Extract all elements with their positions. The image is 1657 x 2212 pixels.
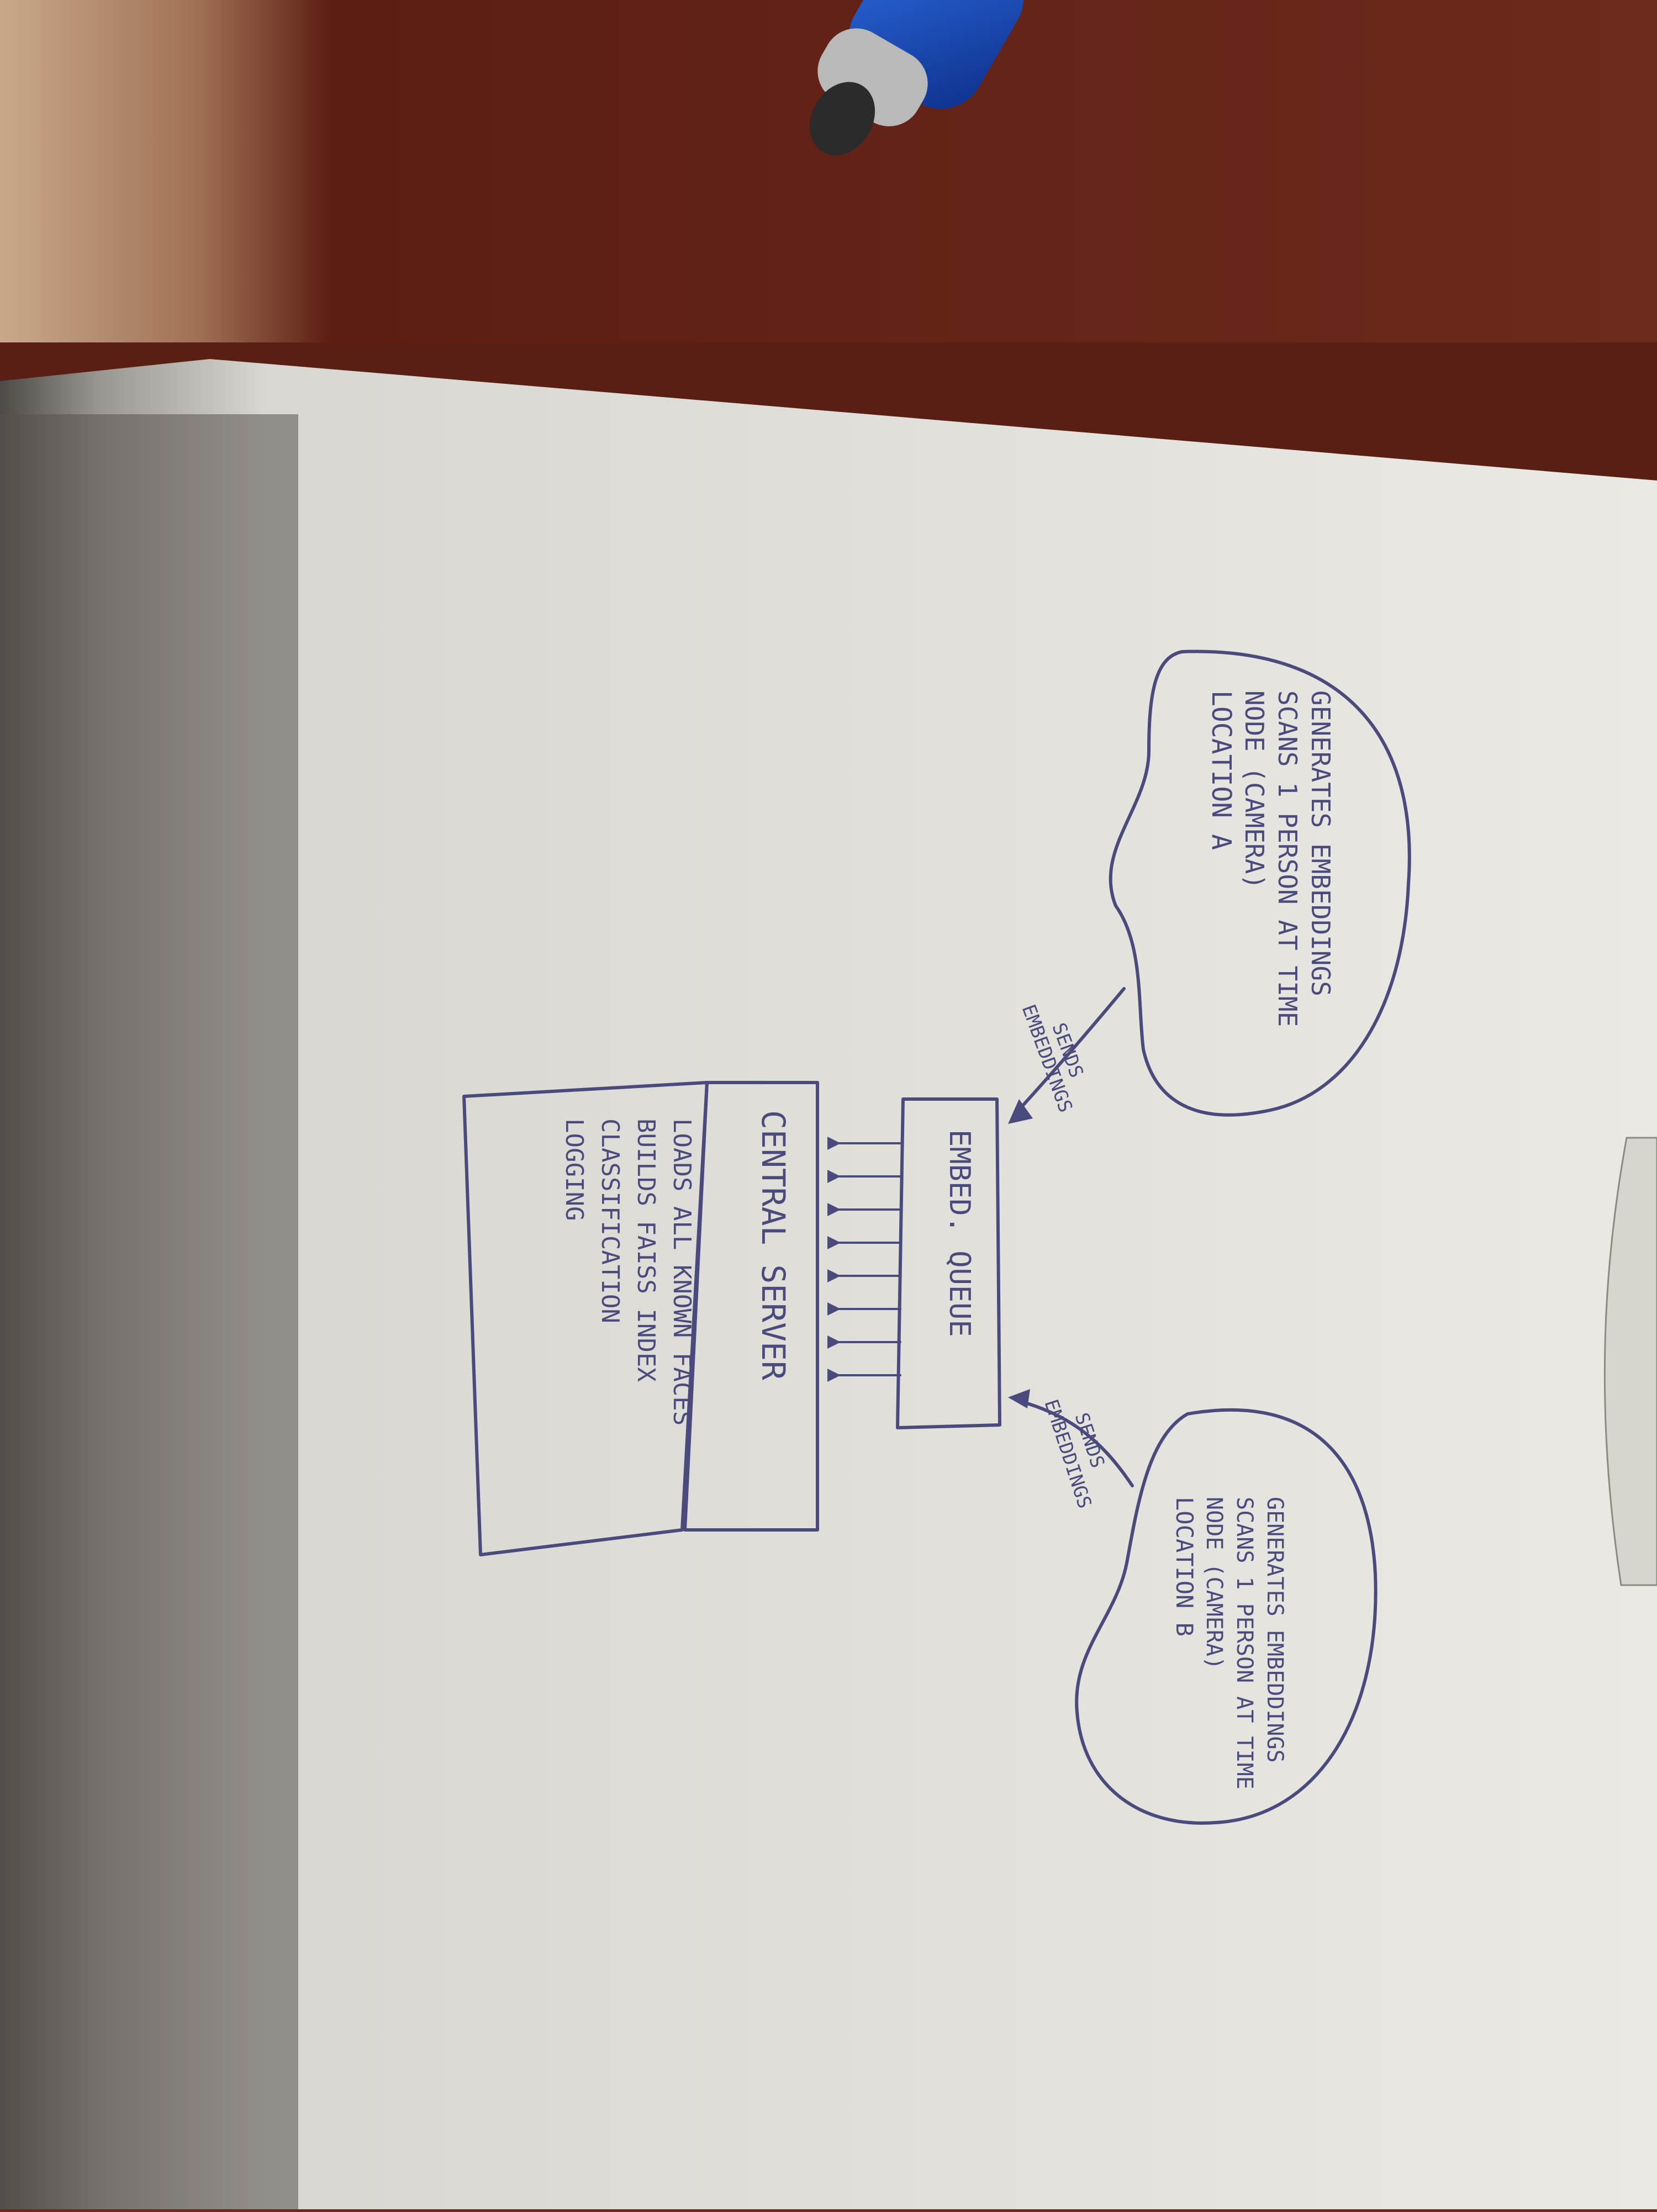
finger-shadow	[0, 414, 298, 2209]
location-a-line3: GENERATES EMBEDDINGS	[1306, 690, 1336, 996]
location-a-line2: SCANS 1 PERSON AT TIME	[1273, 690, 1302, 1027]
location-a-node: LOCATION A NODE (CAMERA) SCANS 1 PERSON …	[1109, 650, 1411, 1117]
location-a-line1: NODE (CAMERA)	[1239, 690, 1269, 889]
location-b-line1: NODE (CAMERA)	[1201, 1497, 1227, 1670]
server-title: CENTRAL SERVER	[754, 1110, 792, 1380]
embed-queue: EMBED. QUEUE	[896, 1097, 1001, 1429]
location-b-node: LOCATION B NODE (CAMERA) SCANS 1 PERSON …	[1075, 1408, 1378, 1825]
notebook-page	[0, 359, 1657, 2209]
server-line4: LOGGING	[560, 1118, 588, 1221]
queue-to-server-links	[827, 1137, 901, 1382]
server-line3: CLASSIFICATION	[596, 1118, 624, 1323]
right-edge-tab	[1603, 1137, 1657, 1586]
queue-label: EMBED. QUEUE	[943, 1129, 976, 1337]
location-b-line3: GENERATES EMBEDDINGS	[1262, 1497, 1287, 1763]
central-server: CENTRAL SERVER LOADS ALL KNOWN FACES BUI…	[462, 1081, 819, 1556]
pen-object	[809, 0, 1024, 156]
location-a-title: LOCATION A	[1206, 690, 1237, 850]
location-b-line2: SCANS 1 PERSON AT TIME	[1232, 1497, 1257, 1789]
server-line2: BUILDS FAISS INDEX	[632, 1118, 660, 1382]
location-b-title: LOCATION B	[1171, 1497, 1198, 1636]
server-line1: LOADS ALL KNOWN FACES	[668, 1118, 696, 1426]
